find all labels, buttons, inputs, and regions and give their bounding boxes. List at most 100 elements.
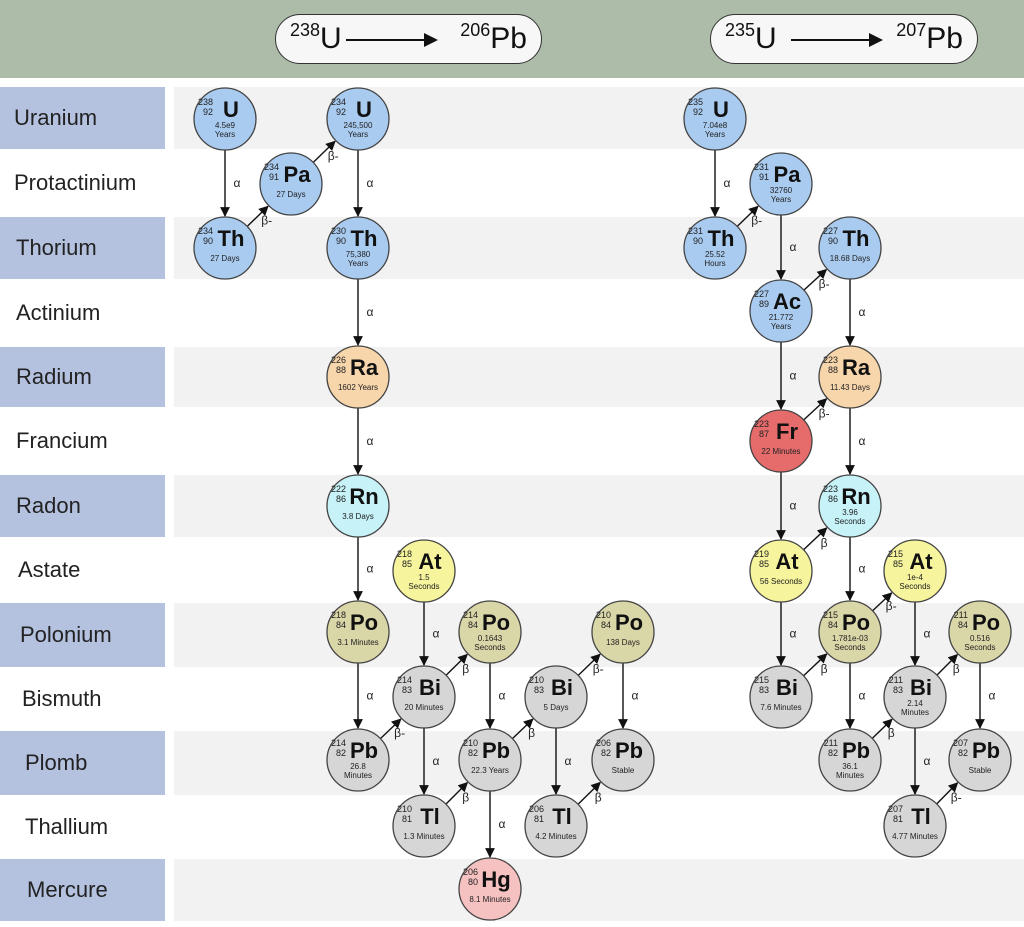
half-life: Seconds xyxy=(408,582,439,591)
nuclide-circle xyxy=(818,728,882,792)
element-symbol: Tl xyxy=(911,804,931,829)
half-life: Years xyxy=(705,130,725,139)
nuclide-circle xyxy=(458,600,522,664)
atomic-number: 84 xyxy=(828,620,838,630)
mass-number: 215 xyxy=(754,675,769,685)
nuclide-circle xyxy=(193,216,257,280)
decay-type-label: α xyxy=(924,627,931,641)
decay-arrow xyxy=(577,781,601,805)
decay-type-label: β xyxy=(528,726,535,740)
half-life: Years xyxy=(215,130,235,139)
atomic-number: 92 xyxy=(693,107,703,117)
nuclide-circle xyxy=(818,216,882,280)
mass-number: 211 xyxy=(889,675,903,685)
nuclide-circle xyxy=(591,728,655,792)
row-band xyxy=(174,859,1024,921)
half-life: 1.3 Minutes xyxy=(403,832,444,841)
atomic-number: 83 xyxy=(402,685,412,695)
atomic-number: 90 xyxy=(693,236,703,246)
decay-arrow xyxy=(803,268,828,291)
nuclide-circle xyxy=(948,728,1012,792)
decay-type-label: β- xyxy=(261,213,272,227)
atomic-number: 83 xyxy=(893,685,903,695)
arrow-icon xyxy=(791,39,871,41)
nuclide-circle xyxy=(883,539,947,603)
half-life: 1e-4 xyxy=(907,573,924,582)
nuclide-circle xyxy=(683,216,747,280)
half-life: 245,500 xyxy=(344,121,373,130)
header-bar: 238U 206Pb 235U 207Pb xyxy=(0,0,1024,78)
element-symbol: Bi xyxy=(776,675,798,700)
decay-type-label: α xyxy=(924,754,931,768)
row-band xyxy=(174,217,1024,279)
mass-number: 211 xyxy=(824,738,838,748)
decay-type-label: α xyxy=(859,305,866,319)
nuclide-circle xyxy=(326,87,390,151)
half-life: 22.3 Years xyxy=(471,766,509,775)
atomic-number: 92 xyxy=(203,107,213,117)
half-life: Hours xyxy=(704,259,725,268)
nuclide-circle xyxy=(524,665,588,729)
half-life: 1.781e-03 xyxy=(832,634,869,643)
element-symbol: Th xyxy=(708,226,735,251)
decay-arrow xyxy=(872,592,893,612)
element-symbol: At xyxy=(418,549,442,574)
half-life: 26.8 xyxy=(350,762,366,771)
decay-type-label: α xyxy=(989,689,996,703)
atomic-number: 86 xyxy=(828,494,838,504)
half-life: 0.1643 xyxy=(478,634,503,643)
element-symbol: Bi xyxy=(551,675,573,700)
arrow-icon xyxy=(346,39,426,41)
mass-number: 207 xyxy=(888,804,903,814)
half-life: 7.6 Minutes xyxy=(760,703,801,712)
nuclide-circle xyxy=(749,409,813,473)
nuclide-circle xyxy=(326,216,390,280)
element-symbol: At xyxy=(775,549,799,574)
nuclide-circle xyxy=(818,474,882,538)
arrowhead-icon xyxy=(869,33,883,47)
element-symbol: Th xyxy=(218,226,245,251)
mass-number: 231 xyxy=(688,226,703,236)
atomic-number: 89 xyxy=(759,299,769,309)
half-life: 3.96 xyxy=(842,508,858,517)
decay-type-label: β- xyxy=(819,406,830,420)
atomic-number: 91 xyxy=(759,172,769,182)
decay-arrow xyxy=(803,398,828,421)
atomic-number: 90 xyxy=(203,236,213,246)
row-label-astate: Astate xyxy=(18,557,81,582)
decay-arrow xyxy=(803,653,828,677)
decay-type-label: α xyxy=(859,562,866,576)
element-symbol: U xyxy=(223,97,239,122)
mass-number: 211 xyxy=(954,610,968,620)
half-life: Years xyxy=(771,195,791,204)
atomic-number: 80 xyxy=(468,877,478,887)
half-life: 21.772 xyxy=(769,313,794,322)
nuclide-circle xyxy=(326,600,390,664)
mass-number: 222 xyxy=(331,484,346,494)
mass-number: 210 xyxy=(529,675,544,685)
mass-number: 215 xyxy=(888,549,903,559)
mass-number: 218 xyxy=(397,549,412,559)
decay-type-label: α xyxy=(367,562,374,576)
mass-number: 214 xyxy=(331,738,346,748)
half-life: 75,380 xyxy=(346,250,371,259)
element-symbol: Rn xyxy=(349,484,378,509)
nuclide-circle xyxy=(326,474,390,538)
